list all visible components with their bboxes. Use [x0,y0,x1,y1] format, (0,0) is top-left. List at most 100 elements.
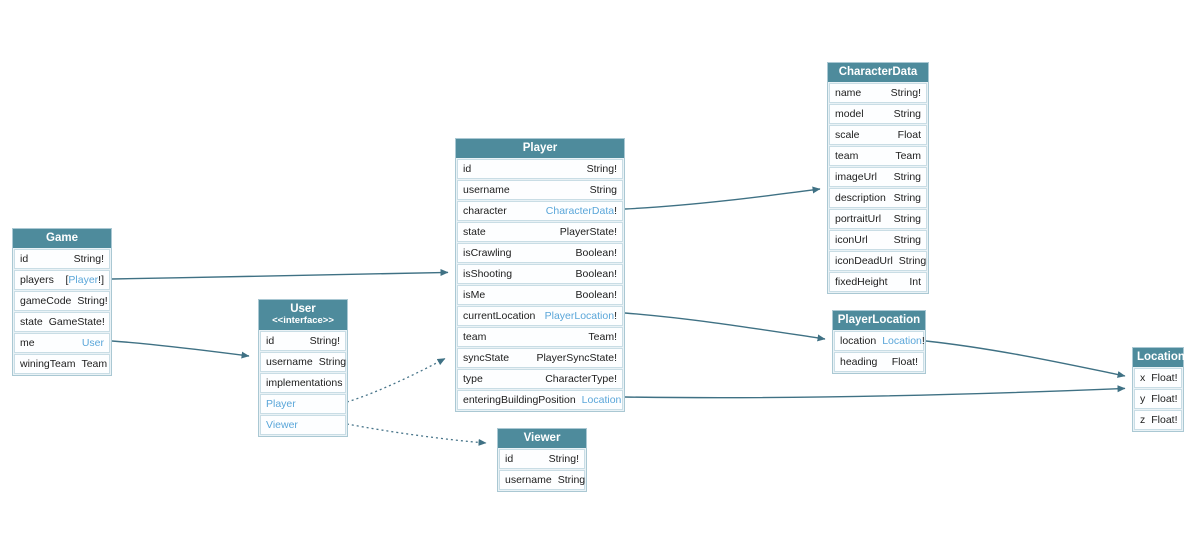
field-name: isMe [463,289,486,302]
type-link-Location[interactable]: Location [882,335,922,348]
field-name: imageUrl [835,171,878,184]
type-title: Viewer [523,432,561,444]
field-type: String [557,474,586,487]
type-header-location[interactable]: Location [1133,348,1185,368]
type-header-characterdata[interactable]: CharacterData [828,63,928,83]
field-row-playerlocation-heading[interactable]: heading Float! [834,352,924,373]
field-type: String! [890,87,921,100]
field-type: String! [77,295,108,308]
type-title: PlayerLocation [837,314,921,326]
type-stereotype: <<interface>> [272,315,334,327]
field-type: Boolean! [575,268,617,281]
type-header-viewer[interactable]: Viewer [498,429,586,449]
field-type: Float! [1151,393,1178,406]
field-type: Team! [588,331,617,344]
field-type: Float! [1151,414,1178,427]
type-link-Location[interactable]: Location [581,394,622,407]
type-header-playerlocation[interactable]: PlayerLocation [833,311,925,331]
type-header-game[interactable]: Game [13,229,111,249]
field-row-location-y[interactable]: y Float! [1134,389,1182,410]
field-name: iconDeadUrl [835,255,893,268]
field-name: description [835,192,886,205]
field-name: y [1140,393,1146,406]
type-link-Player[interactable]: Player [266,398,296,411]
field-type: Float! [1151,372,1178,385]
edge-game-players-to-player [111,269,449,280]
type-link-User[interactable]: User [81,337,104,350]
field-type: CharacterData! [545,205,617,218]
field-row-user-Viewer[interactable]: Viewer [260,415,346,436]
field-name: x [1140,372,1146,385]
field-type: String [893,108,921,121]
field-type: User [41,337,104,349]
field-type: Float! [891,356,918,369]
type-title: Player [522,142,558,154]
field-name: state [20,316,43,329]
type-link-CharacterData[interactable]: CharacterData [545,205,615,218]
field-row-user-implementations[interactable]: implementations [260,373,346,394]
field-name: implementations [266,377,343,390]
type-link-Player[interactable]: Player [68,274,99,287]
field-name: heading [840,356,878,369]
edge-playerlocation-location-to-location [925,340,1126,378]
field-type: String [893,213,921,226]
field-type: PlayerSyncState! [536,352,617,365]
field-type: String [893,192,921,205]
type-header-player[interactable]: Player [456,139,624,159]
field-row-location-x[interactable]: x Float! [1134,368,1182,389]
field-name: players [20,274,54,287]
field-name: isCrawling [463,247,512,260]
field-type: String! [586,163,617,176]
type-link-PlayerLocation[interactable]: PlayerLocation [544,310,615,323]
type-header-user[interactable]: User<<interface>> [259,300,347,331]
field-type: String [589,184,617,197]
field-row-characterdata-description[interactable]: description String [829,188,927,209]
field-type: String! [548,453,579,466]
type-title: Location [1137,351,1185,363]
type-link-Viewer[interactable]: Viewer [266,419,298,432]
type-title: CharacterData [838,66,918,78]
field-row-user-Player[interactable]: Player [260,394,346,415]
field-row-game-players[interactable]: players[Player!] [14,270,110,291]
